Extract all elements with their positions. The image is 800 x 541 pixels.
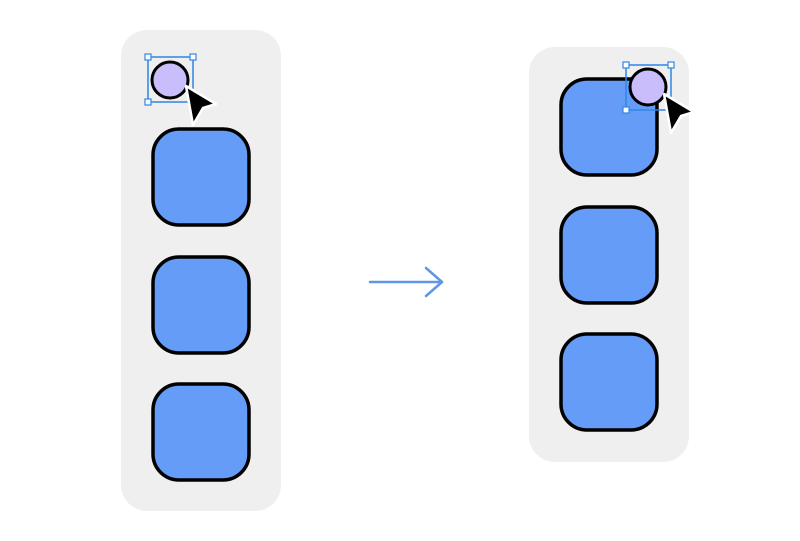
after-dragged-circle [628,67,668,107]
before-square-2 [151,255,251,355]
arrow-right-icon [368,266,444,298]
before-mouse-pointer-icon [184,84,218,127]
before-dragged-circle [150,60,190,100]
after-mouse-pointer-icon [662,92,696,135]
after-square-3 [559,332,659,432]
after-square-2 [559,205,659,305]
before-state [121,30,281,511]
before-square-3 [151,382,251,482]
before-square-1 [151,127,251,227]
after-state [529,47,696,462]
before-selection-box-icon [144,53,197,106]
after-square-1 [559,77,659,177]
